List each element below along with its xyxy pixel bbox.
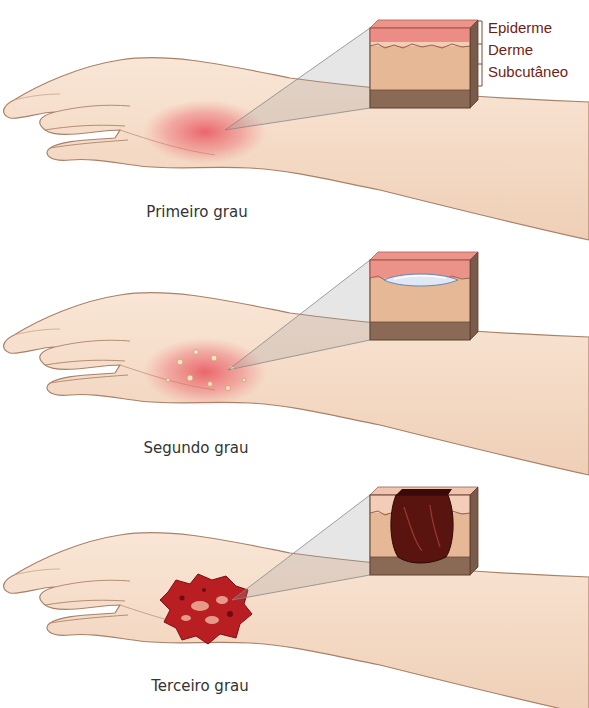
degree-caption: Segundo grau [143,439,248,457]
degree-caption: Primeiro grau [146,203,247,221]
degree-caption: Terceiro grau [151,677,249,695]
layer-label: Epiderme [488,19,552,37]
layer-label: Subcutâneo [488,63,568,81]
layer-label: Derme [488,41,533,59]
